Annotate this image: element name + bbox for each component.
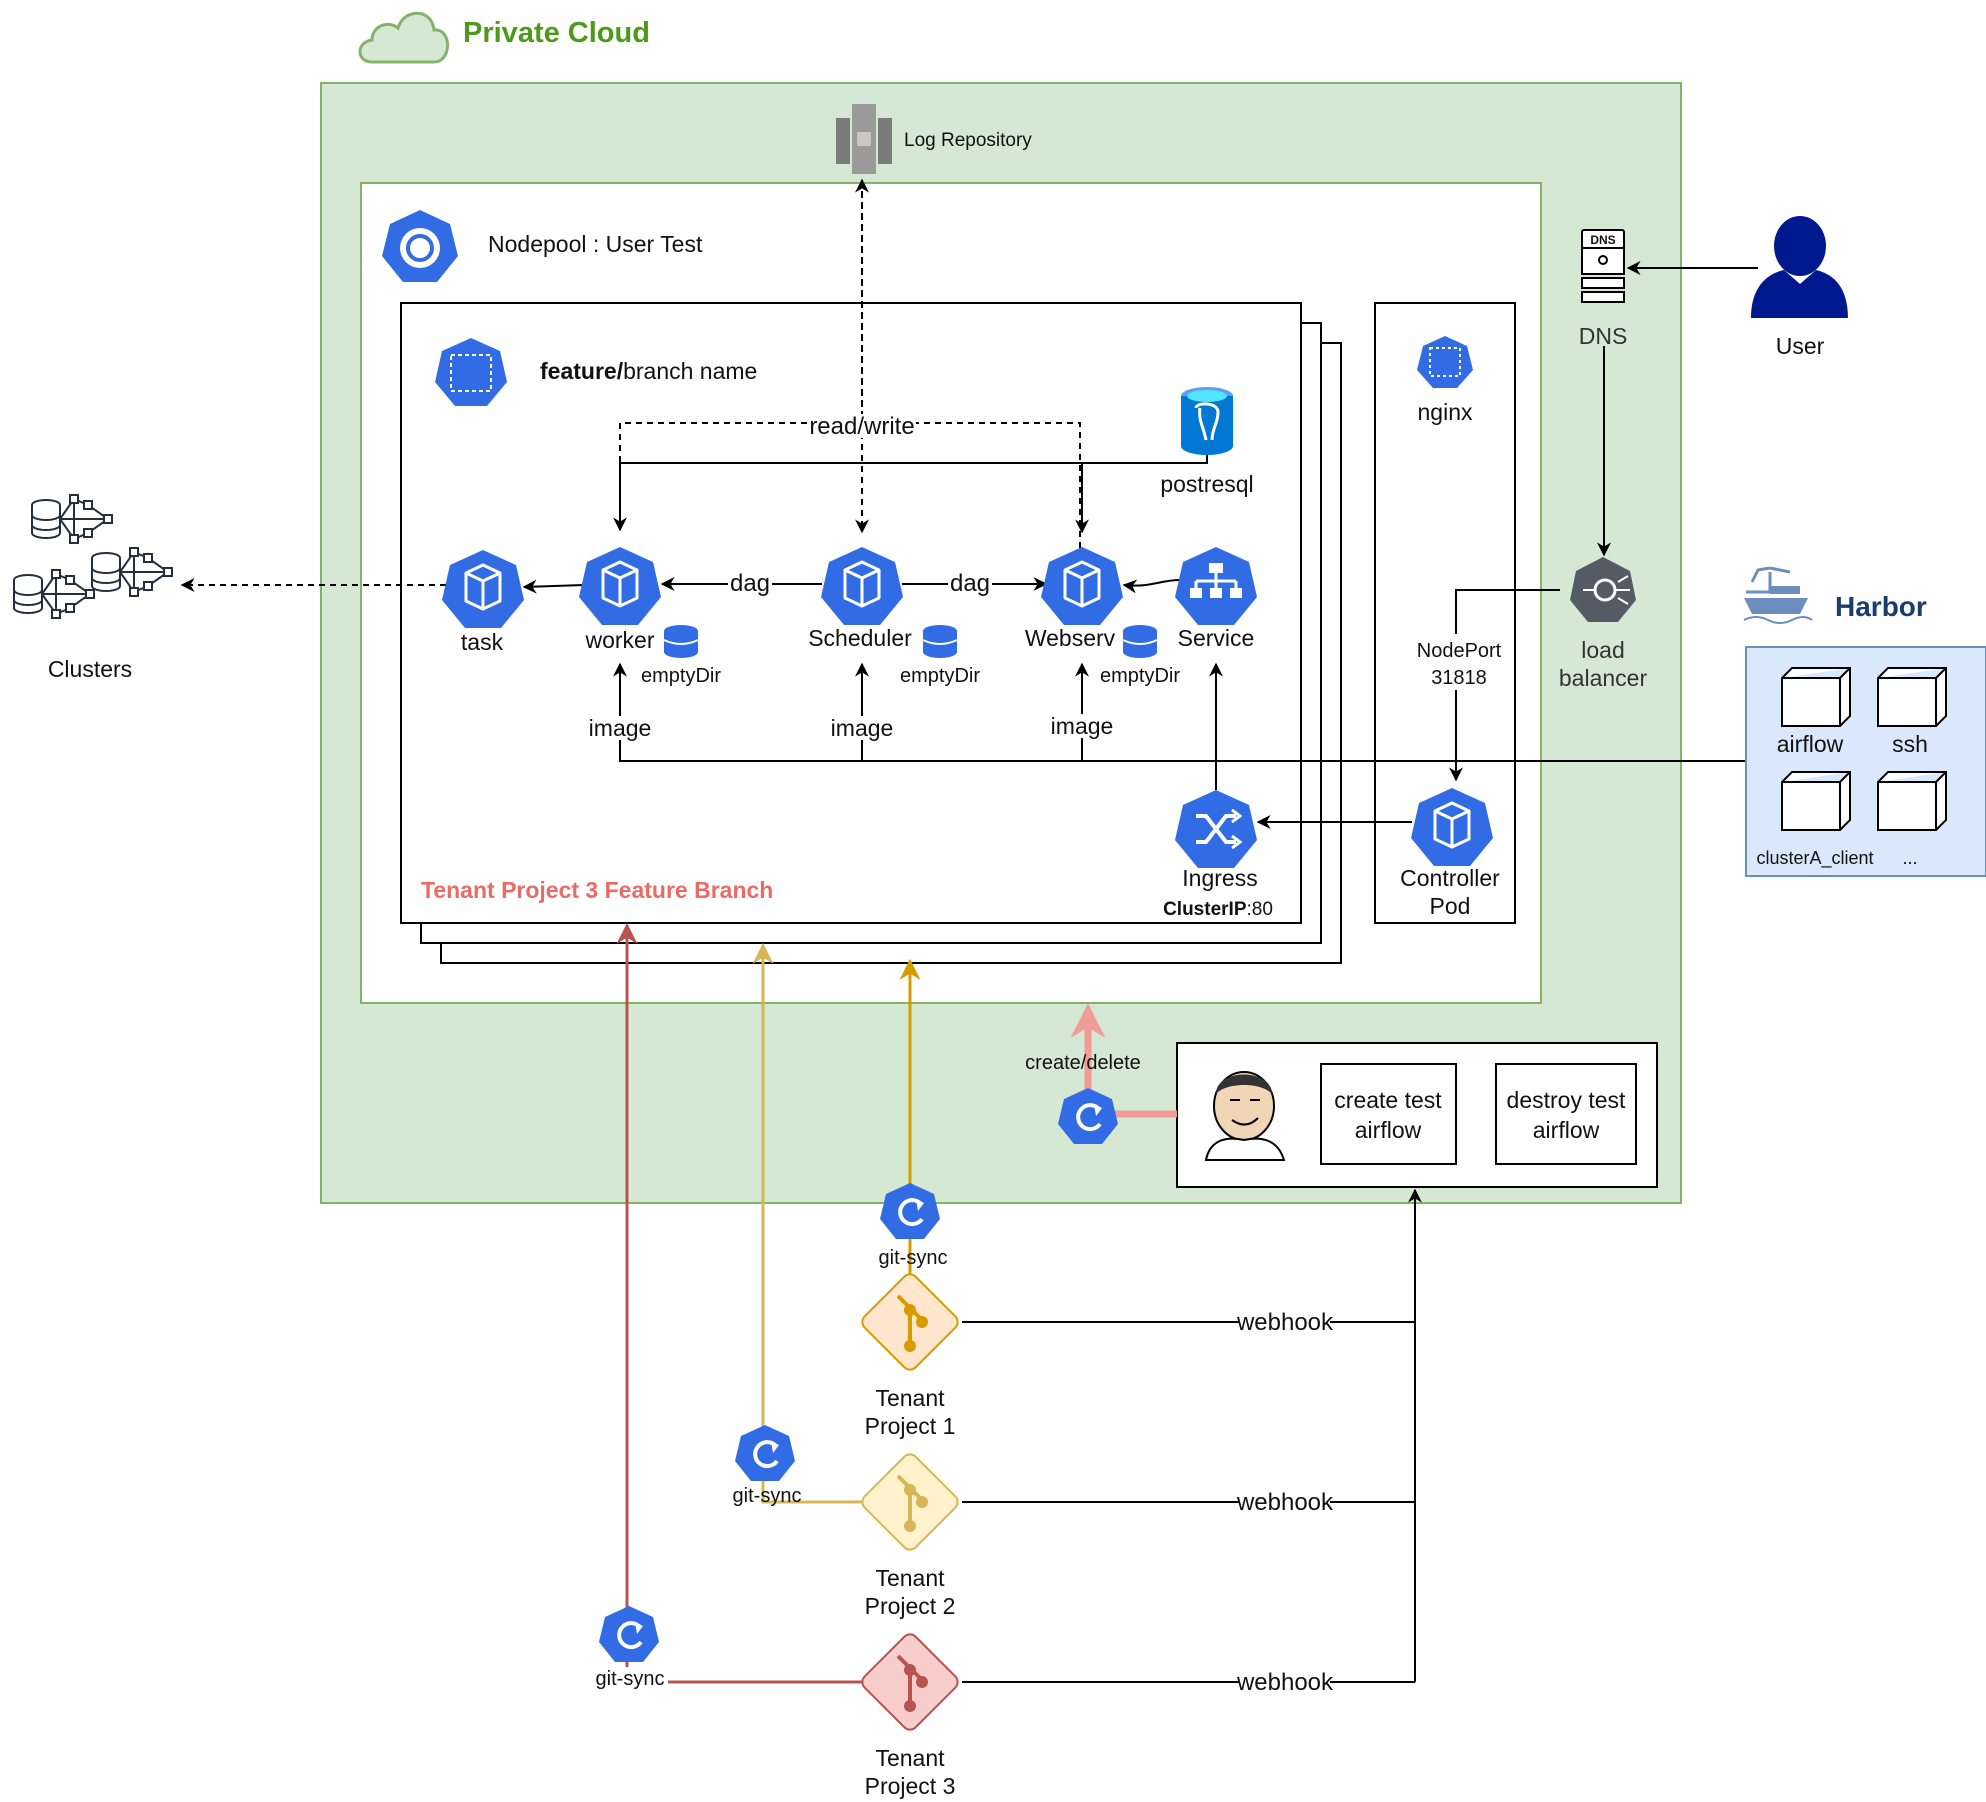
read-write-connector — [619, 178, 869, 528]
harbor-icon — [1743, 566, 1813, 624]
tenant3-git-sync-label: git-sync — [596, 1668, 665, 1690]
user-label: User — [1776, 333, 1825, 359]
tenant2-label-line2: Project 2 — [865, 1593, 956, 1619]
postgres-icon — [1181, 387, 1233, 455]
clusterip-label: ClusterIP:80 — [1163, 899, 1273, 920]
destroy-test-airflow-label-line2: airflow — [1533, 1117, 1600, 1143]
dag-label-left: dag — [730, 570, 770, 597]
tenant2-git-sync-icon — [735, 1425, 795, 1481]
read-write-connector-right — [862, 422, 1081, 548]
webserver-pod-icon — [1041, 547, 1123, 625]
postgres-label: postresql — [1160, 471, 1253, 497]
task-label: task — [461, 629, 504, 655]
cloud-icon — [358, 11, 449, 64]
scheduler-pod-icon — [821, 547, 903, 625]
nginx-label: nginx — [1418, 399, 1473, 425]
branch-name-label: feature/branch name — [540, 358, 757, 384]
tenant3-git-sync-icon — [599, 1606, 659, 1662]
namespace-icon — [435, 338, 507, 406]
load-balancer-icon — [1570, 557, 1636, 622]
harbor-image-line — [613, 662, 1746, 762]
postgres-connector — [613, 452, 1208, 532]
loadbalancer-controller-connector — [1449, 589, 1560, 782]
clusters-label: Clusters — [48, 656, 132, 682]
tenant1-git-icon — [861, 1273, 959, 1371]
webhook-label-3: webhook — [1236, 1669, 1334, 1696]
create-test-airflow-label-line2: airflow — [1355, 1117, 1422, 1143]
log-repository-icon — [836, 104, 892, 174]
controller-pod-label-line1: Controller — [1400, 865, 1500, 891]
image-label-scheduler: image — [831, 715, 894, 741]
controller-pod-icon — [1411, 788, 1493, 866]
nodepool-icon — [382, 210, 458, 282]
destroy-test-airflow-label-line1: destroy test — [1507, 1087, 1626, 1113]
dns-icon: DNS — [1581, 229, 1625, 303]
tenant1-git-sync-icon — [880, 1183, 940, 1239]
nodeport-number: 31818 — [1431, 667, 1487, 689]
worker-emptydir-label: emptyDir — [641, 665, 721, 687]
harbor-title: Harbor — [1835, 591, 1927, 622]
nodeport-label: NodePort — [1417, 640, 1502, 662]
tenant-feature-label: Tenant Project 3 Feature Branch — [421, 877, 773, 903]
ssh-image-label: ssh — [1892, 731, 1928, 757]
image-label-webserver: image — [1051, 713, 1114, 739]
airflow-image-label: airflow — [1777, 731, 1844, 757]
nginx-namespace-icon — [1417, 336, 1473, 388]
dns-label: DNS — [1579, 323, 1628, 349]
image-label-worker: image — [589, 715, 652, 741]
create-delete-label: create/delete — [1025, 1052, 1141, 1074]
scheduler-volume-icon — [922, 625, 958, 658]
worker-task-connector — [522, 579, 585, 594]
tenant3-label-line1: Tenant — [875, 1745, 945, 1771]
worker-label: worker — [584, 627, 654, 653]
read-write-label: read/write — [809, 413, 914, 440]
cluster-client-image-icon — [1781, 771, 1851, 831]
tenant3-label-line2: Project 3 — [865, 1773, 956, 1799]
ingress-label: Ingress — [1182, 865, 1257, 891]
dag-label-right: dag — [950, 570, 990, 597]
service-icon — [1175, 547, 1257, 625]
private-cloud-title: Private Cloud — [463, 17, 650, 49]
load-balancer-label-line2: balancer — [1559, 665, 1648, 691]
airflow-image-icon — [1781, 667, 1851, 727]
destroy-test-airflow-job[interactable] — [1495, 1063, 1637, 1165]
ingress-icon — [1175, 790, 1257, 868]
webserver-emptydir-label: emptyDir — [1100, 665, 1180, 687]
worker-pod-icon — [579, 547, 661, 625]
tenant2-label-line1: Tenant — [875, 1565, 945, 1591]
tenant2-sync-line — [752, 942, 862, 1504]
cluster-client-image-label: clusterA_client — [1756, 848, 1873, 869]
nodepool-label: Nodepool : User Test — [488, 231, 703, 257]
svg-text:DNS: DNS — [1590, 233, 1615, 247]
load-balancer-label-line1: load — [1581, 637, 1624, 663]
tenant2-git-icon — [861, 1453, 959, 1551]
more-images-label: ... — [1902, 848, 1917, 868]
jenkins-icon — [1204, 1071, 1286, 1161]
webhook-label-1: webhook — [1236, 1309, 1334, 1336]
service-label: Service — [1178, 625, 1255, 651]
task-pod-icon — [442, 550, 524, 628]
tenant3-git-icon — [861, 1633, 959, 1731]
webhook-label-2: webhook — [1236, 1489, 1334, 1516]
tenant2-git-sync-label: git-sync — [733, 1485, 802, 1507]
more-images-icon — [1877, 771, 1947, 831]
controller-pod-label-line2: Pod — [1430, 893, 1471, 919]
user-icon — [1751, 216, 1848, 318]
webserver-label: Webserv — [1025, 625, 1116, 651]
log-repository-label: Log Repository — [904, 130, 1032, 151]
webserver-volume-icon — [1122, 625, 1158, 658]
create-test-airflow-job[interactable] — [1320, 1063, 1457, 1165]
create-test-airflow-label-line1: create test — [1334, 1087, 1442, 1113]
clusters-icon — [13, 494, 173, 619]
tenant1-git-sync-label: git-sync — [879, 1247, 948, 1269]
jenkins-sync-icon — [1058, 1088, 1118, 1144]
scheduler-emptydir-label: emptyDir — [900, 665, 980, 687]
scheduler-label: Scheduler — [808, 625, 912, 651]
tenant1-label-line1: Tenant — [875, 1385, 945, 1411]
ssh-image-icon — [1877, 667, 1947, 727]
worker-volume-icon — [663, 625, 699, 658]
service-webserver-connector — [1122, 579, 1181, 594]
tenant1-label-line2: Project 1 — [865, 1413, 956, 1439]
